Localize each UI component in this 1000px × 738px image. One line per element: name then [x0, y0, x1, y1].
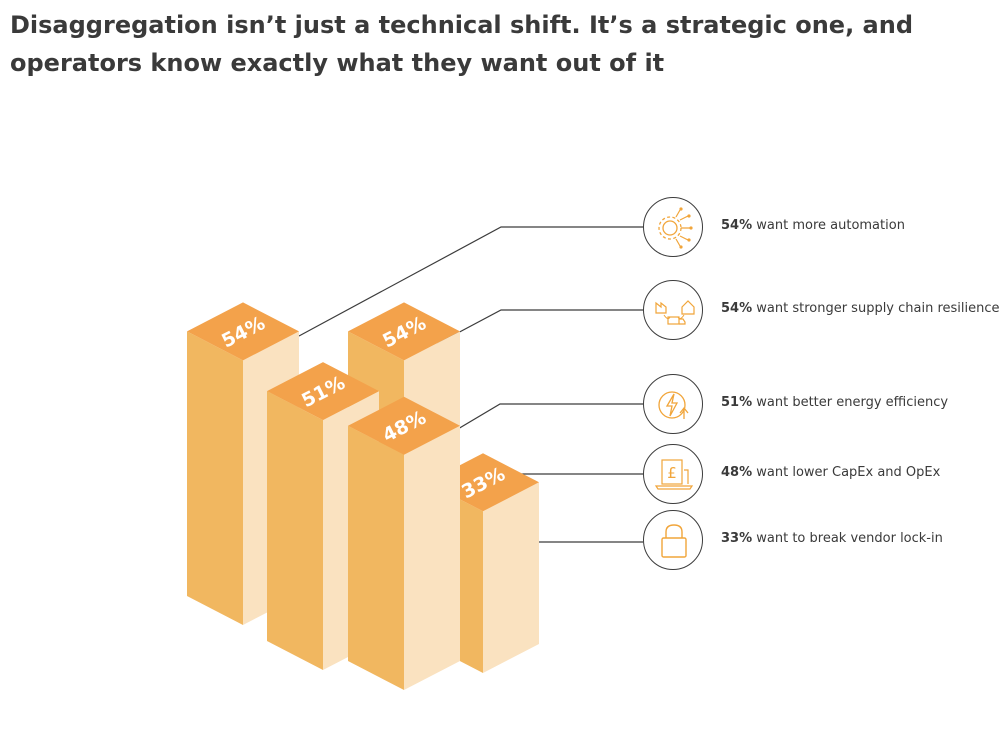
legend-value: 54% [721, 218, 753, 233]
legend-label: 33% want to break vendor lock-in [721, 531, 943, 546]
legend-value: 48% [721, 465, 753, 480]
bar-front-face [267, 391, 323, 670]
legend-label: 51% want better energy efficiency [721, 395, 948, 410]
legend-value: 54% [721, 301, 753, 316]
capex-pound-icon: £ [643, 444, 703, 504]
bar-front-face [348, 425, 404, 690]
legend-label: 54% want stronger supply chain resilienc… [721, 301, 1000, 316]
legend-category: want more automation [756, 218, 905, 233]
bar-top-face [187, 302, 299, 361]
bar-top-face [348, 396, 460, 455]
legend-category: want to break vendor lock-in [756, 531, 943, 546]
legend-value: 51% [721, 395, 753, 410]
energy-bolt-icon [643, 374, 703, 434]
legend-value: 33% [721, 531, 753, 546]
leader-line-supply-chain [436, 309, 643, 345]
bar-top-face [267, 362, 379, 421]
legend-label: 54% want more automation [721, 218, 905, 233]
supply-chain-icon [643, 280, 703, 340]
bars: 54%54%51%33%48% [187, 302, 539, 690]
legend-item-supply-chain: 54% want stronger supply chain resilienc… [643, 280, 1000, 344]
legend-category: want better energy efficiency [756, 395, 949, 410]
bar-front-face [187, 331, 243, 625]
bar-top-face [348, 302, 460, 361]
legend-category: want lower CapEx and OpEx [756, 465, 941, 480]
legend-item-capex-opex: £ 48% want lower CapEx and OpEx [643, 444, 993, 508]
page-title: Disaggregation isn’t just a technical sh… [10, 11, 914, 77]
leader-line-automation [298, 226, 643, 337]
bar-capex-opex: 48% [348, 396, 460, 690]
svg-text:£: £ [667, 464, 677, 482]
bar-side-face [404, 425, 460, 690]
legend-label: 48% want lower CapEx and OpEx [721, 465, 940, 480]
bar-side-face [483, 482, 539, 673]
legend-item-vendor-lock-in: 33% want to break vendor lock-in [643, 510, 993, 574]
legend-item-automation: 54% want more automation [643, 197, 993, 261]
legend-category: want stronger supply chain resilience [756, 301, 1000, 316]
automation-gear-icon [643, 197, 703, 257]
padlock-icon [643, 510, 703, 570]
legend-item-energy: 51% want better energy efficiency [643, 374, 993, 438]
